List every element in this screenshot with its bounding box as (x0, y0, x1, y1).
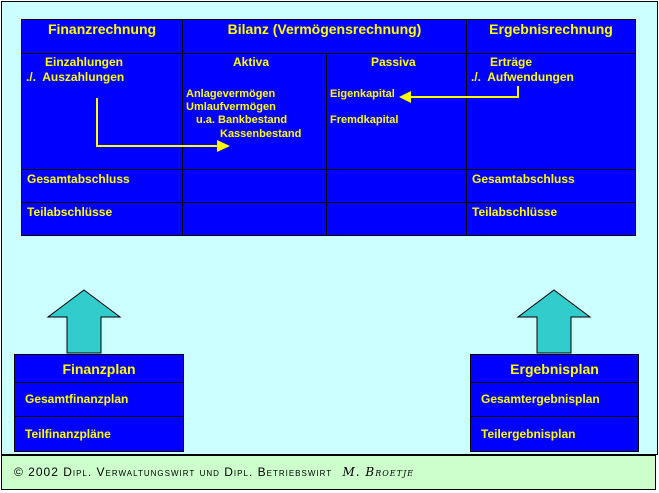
anlagevermoegen: Anlagevermögen (186, 88, 276, 100)
copyright-text: © 2002 Dipl. Verwaltungswirt und Dipl. B… (14, 465, 333, 479)
up-arrow-left-icon (46, 289, 122, 354)
ergebnis-teilabschluesse: Teilabschlüsse (466, 202, 636, 236)
ergebnisplan-title: Ergebnisplan (470, 354, 639, 383)
yellow-arrowhead-right (217, 140, 230, 152)
aufwendungen: ./. Aufwendungen (471, 70, 574, 84)
finanz-gesamtabschluss: Gesamtabschluss (21, 169, 183, 203)
yellow-arrow-right (96, 98, 218, 147)
aktiva-label: Aktiva (233, 55, 270, 69)
cell-empty (326, 202, 467, 236)
cell-ergebnis-body (466, 53, 636, 170)
copyright-footer: © 2002 Dipl. Verwaltungswirt und Dipl. B… (1, 455, 656, 490)
ertraege: Erträge (490, 55, 533, 69)
signature: M. Broetje (342, 465, 415, 479)
cell-passiva-body (326, 53, 467, 170)
yellow-arrowhead-left (399, 91, 411, 103)
bankbestand: u.a. Bankbestand (196, 114, 288, 126)
einzahlungen: Einzahlungen (45, 55, 123, 69)
kassenbestand: Kassenbestand (220, 128, 302, 140)
eigenkapital: Eigenkapital (330, 88, 395, 100)
ergebnis-gesamtabschluss: Gesamtabschluss (466, 169, 636, 203)
gesamtergebnisplan: Gesamtergebnisplan (470, 382, 639, 417)
teilergebnisplan: Teilergebnisplan (470, 416, 639, 452)
cell-empty (182, 202, 327, 236)
gesamtfinanzplan: Gesamtfinanzplan (14, 382, 184, 417)
header-finanzrechnung: Finanzrechnung (21, 19, 183, 54)
yellow-arrow-left (410, 86, 519, 98)
teilfinanzplaene: Teilfinanzpläne (14, 416, 184, 452)
finanzplan-title: Finanzplan (14, 354, 184, 383)
up-arrow-right-icon (516, 289, 592, 354)
finanz-teilabschluesse: Teilabschlüsse (21, 202, 183, 236)
auszahlungen: ./. Auszahlungen (26, 70, 125, 84)
fremdkapital: Fremdkapital (330, 114, 399, 126)
passiva-label: Passiva (371, 55, 416, 69)
umlaufvermoegen: Umlaufvermögen (186, 101, 276, 113)
